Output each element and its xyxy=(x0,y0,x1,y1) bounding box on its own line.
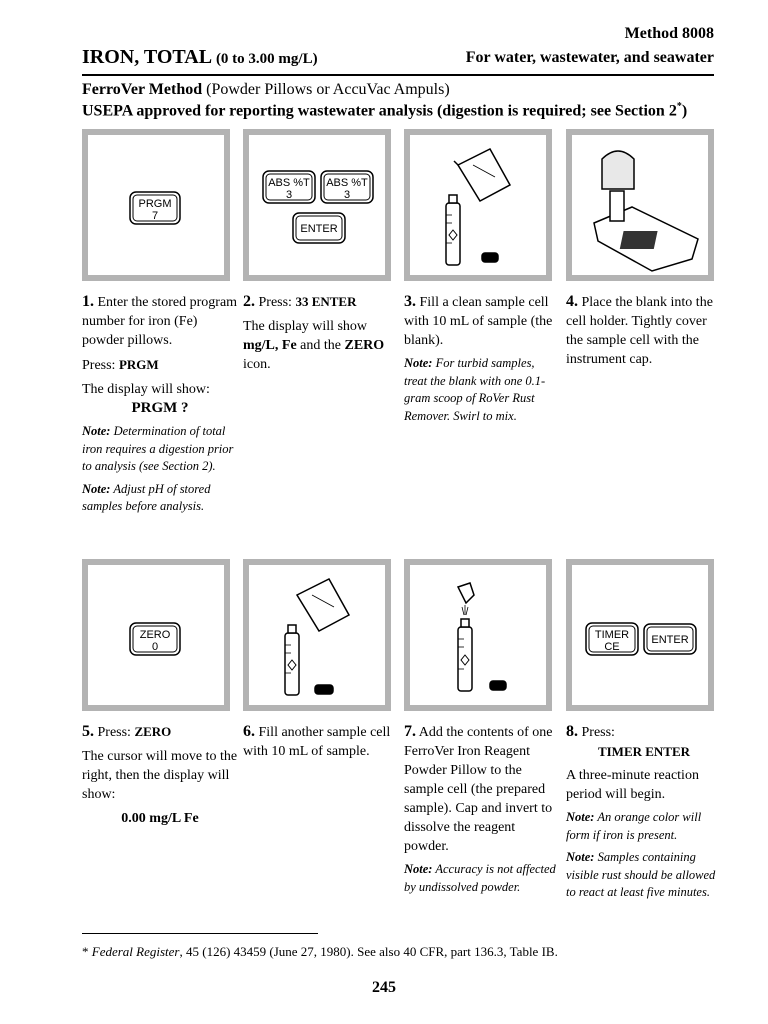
panel-step-7 xyxy=(404,559,552,711)
panel-step-6 xyxy=(243,559,391,711)
step-3-note: For turbid samples, treat the blank with… xyxy=(404,356,546,423)
step-2-press-key: 33 ENTER xyxy=(295,294,357,309)
panel-step-8: TIMER CE ENTER xyxy=(566,559,714,711)
step-2-number: 2. xyxy=(243,293,255,310)
title-text: IRON, TOTAL xyxy=(82,46,211,68)
step-8-text: A three-minute reaction period will begi… xyxy=(566,768,699,802)
timer-key-label: TIMER xyxy=(595,629,629,641)
step-1-display-value: PRGM ? xyxy=(131,400,189,416)
footnote-mark: * xyxy=(82,944,92,959)
step-5-display-value: 0.00 mg/L Fe xyxy=(121,811,199,826)
step-7: 7. Add the contents of one FerroVer Iron… xyxy=(404,722,560,901)
abs-key-label-2: ABS %T xyxy=(326,177,368,189)
step-6: 6. Fill another sample cell with 10 mL o… xyxy=(243,722,399,766)
step-7-note: Accuracy is not affected by undissolved … xyxy=(404,862,556,894)
step-2-bold-a: mg/L, Fe xyxy=(243,338,297,353)
step-1-display-text: The display will show: xyxy=(82,382,210,397)
method-number: Method 8008 xyxy=(624,25,714,42)
scope-text: For water, wastewater, and seawater xyxy=(465,49,714,66)
method-name-paren: (Powder Pillows or AccuVac Ampuls) xyxy=(206,81,450,98)
step-6-number: 6. xyxy=(243,723,255,740)
step-4: 4. Place the blank into the cell holder.… xyxy=(566,292,722,374)
step-7-number: 7. xyxy=(404,723,416,740)
step-1-text: Enter the stored program number for iron… xyxy=(82,295,238,348)
page-title: IRON, TOTAL (0 to 3.00 mg/L) xyxy=(82,46,318,69)
step-7-text: Add the contents of one FerroVer Iron Re… xyxy=(404,725,553,854)
method-name: FerroVer Method (Powder Pillows or AccuV… xyxy=(82,81,450,99)
usepa-footnote-mark: * xyxy=(676,101,682,112)
usepa-text: USEPA approved for reporting wastewater … xyxy=(82,102,677,120)
timer-enter-keys-illustration: TIMER CE ENTER xyxy=(585,622,697,656)
abs-enter-keys-illustration: ABS %T 3 ABS %T 3 ENTER xyxy=(262,170,374,244)
step-3-number: 3. xyxy=(404,293,416,310)
step-5-number: 5. xyxy=(82,723,94,740)
footnote-rule xyxy=(82,933,318,934)
step-1-note-2-label: Note: xyxy=(82,481,111,496)
zero-key-label: ZERO xyxy=(140,629,171,641)
step-8-note-1: An orange color will form if iron is pre… xyxy=(566,810,702,842)
abs-key-sub-2: 3 xyxy=(344,189,350,201)
step-8-note-1-label: Note: xyxy=(566,810,595,824)
step-2-press-label: Press: xyxy=(258,295,296,310)
step-3-text: Fill a clean sample cell with 10 mL of s… xyxy=(404,295,553,348)
footnote-source: Federal Register xyxy=(91,944,180,959)
abs-key-label-1: ABS %T xyxy=(268,177,310,189)
instrument-illustration xyxy=(593,150,699,272)
step-2-text-c: icon. xyxy=(243,357,271,372)
panel-step-3 xyxy=(404,129,552,281)
add-reagent-illustration xyxy=(456,582,507,692)
title-range: (0 to 3.00 mg/L) xyxy=(215,51,318,67)
step-8-press-label: Press: xyxy=(581,725,615,740)
panel-step-2: ABS %T 3 ABS %T 3 ENTER xyxy=(243,129,391,281)
method-name-text: FerroVer Method xyxy=(82,81,203,98)
step-4-number: 4. xyxy=(566,293,578,310)
step-1: 1. Enter the stored program number for i… xyxy=(82,292,238,521)
step-5-press-label: Press: xyxy=(97,725,135,740)
enter-key-label: ENTER xyxy=(300,223,337,235)
step-2-text-b: and the xyxy=(296,338,345,353)
step-8-note-2-label: Note: xyxy=(566,850,595,864)
step-8-number: 8. xyxy=(566,723,578,740)
step-7-note-label: Note: xyxy=(404,862,433,876)
step-5-text: The cursor will move to the right, then … xyxy=(82,749,238,802)
step-4-text: Place the blank into the cell holder. Ti… xyxy=(566,295,713,367)
step-5-press-key: ZERO xyxy=(134,724,172,739)
page-number: 245 xyxy=(372,979,396,996)
step-8: 8. Press: TIMER ENTER A three-minute rea… xyxy=(566,722,722,907)
panel-step-5: ZERO 0 xyxy=(82,559,230,711)
step-2: 2. Press: 33 ENTER The display will show… xyxy=(243,292,399,379)
step-1-note-2: Adjust pH of stored samples before analy… xyxy=(82,481,211,514)
panel-step-1: PRGM 7 xyxy=(82,129,230,281)
zero-key-sub: 0 xyxy=(152,641,158,653)
step-3-note-label: Note: xyxy=(404,356,433,370)
enter-key-label-2: ENTER xyxy=(651,634,688,646)
step-5: 5. Press: ZERO The cursor will move to t… xyxy=(82,722,238,833)
step-3: 3. Fill a clean sample cell with 10 mL o… xyxy=(404,292,560,430)
usepa-close: ) xyxy=(681,102,688,120)
step-2-text-a: The display will show xyxy=(243,319,368,334)
prgm-key-label: PRGM xyxy=(139,198,172,210)
step-1-number: 1. xyxy=(82,293,94,310)
fill-cell-illustration xyxy=(445,148,512,266)
fill-cell-illustration-2 xyxy=(284,578,351,696)
timer-key-sub: CE xyxy=(604,641,619,653)
step-1-note-1-label: Note: xyxy=(82,424,111,438)
footnote-text: , 45 (126) 43459 (June 27, 1980). See al… xyxy=(179,944,558,959)
step-1-press-key: PRGM xyxy=(118,357,159,372)
step-8-note-2: Samples containing visible rust should b… xyxy=(566,850,716,899)
zero-key-illustration: ZERO 0 xyxy=(129,622,181,656)
usepa-line: USEPA approved for reporting wastewater … xyxy=(82,101,687,120)
step-8-press-key: TIMER ENTER xyxy=(597,744,691,759)
step-6-text: Fill another sample cell with 10 mL of s… xyxy=(243,725,391,759)
step-2-bold-b: ZERO xyxy=(344,338,385,353)
step-1-note-1: Determination of total iron requires a d… xyxy=(82,424,234,473)
abs-key-sub-1: 3 xyxy=(286,189,292,201)
header-rule xyxy=(82,74,714,76)
panel-step-4 xyxy=(566,129,714,281)
footnote: * Federal Register, 45 (126) 43459 (June… xyxy=(82,944,558,960)
step-1-press-label: Press: xyxy=(82,358,119,373)
prgm-key-illustration: PRGM 7 xyxy=(129,191,181,225)
prgm-key-sub: 7 xyxy=(152,210,158,222)
